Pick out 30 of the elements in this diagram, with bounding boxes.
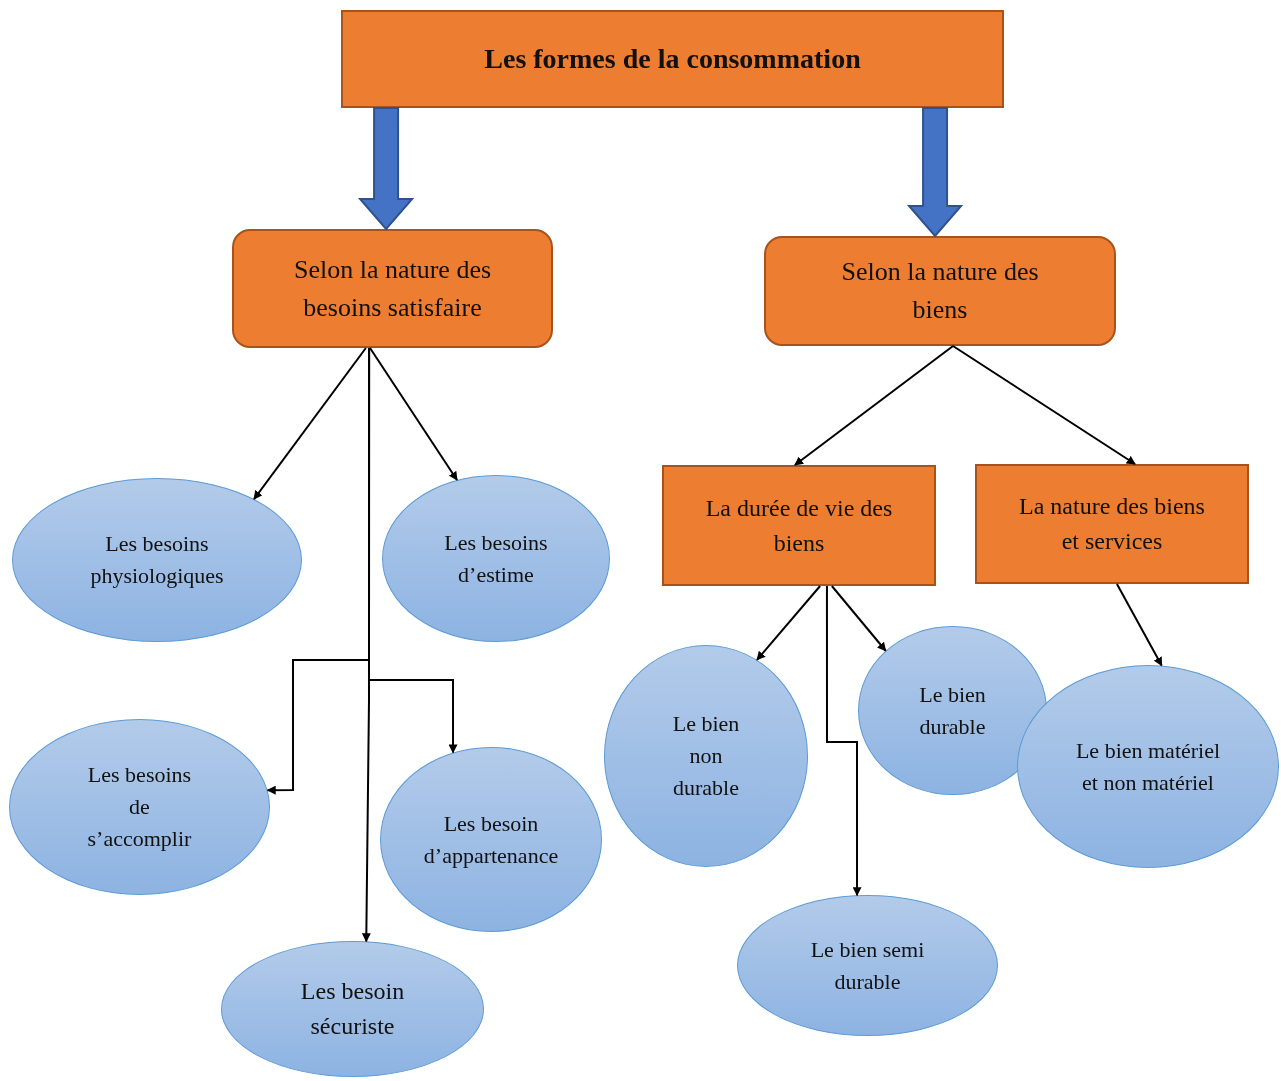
node-label: Les besoins d’estime bbox=[443, 528, 549, 589]
arrow bbox=[253, 347, 367, 501]
node-label: Les besoins de s’accomplir bbox=[86, 761, 193, 853]
node-label: Selon la nature des biens bbox=[840, 256, 1040, 326]
arrow bbox=[825, 585, 862, 897]
arrow bbox=[369, 347, 458, 482]
node-label: Le bien semi durable bbox=[809, 935, 926, 996]
process-box bbox=[662, 465, 936, 586]
node-label: Les besoins physiologiques bbox=[89, 530, 225, 590]
arrow bbox=[1115, 583, 1163, 667]
node-label: Le bien durable bbox=[918, 680, 987, 741]
arrow bbox=[361, 347, 371, 943]
node-label: Selon la nature des besoins satisfaire bbox=[292, 253, 493, 324]
process-box bbox=[975, 464, 1249, 584]
arrow bbox=[952, 345, 1136, 465]
node-label: Les besoin sécuriste bbox=[299, 977, 406, 1041]
node-label: La durée de vie des biens bbox=[704, 493, 894, 558]
arrow bbox=[756, 585, 822, 661]
node-label: Le bien non durable bbox=[671, 710, 741, 802]
title-text: Les formes de la consommation bbox=[484, 41, 861, 76]
block-arrow bbox=[357, 107, 415, 231]
block-arrow bbox=[906, 107, 964, 238]
node-label: Les besoin d’appartenance bbox=[422, 809, 560, 870]
title-box bbox=[341, 10, 1004, 108]
node-label: La nature des biens et services bbox=[1018, 492, 1206, 556]
rounded-box bbox=[232, 229, 553, 348]
rounded-box bbox=[764, 236, 1116, 346]
node-label: Le bien matériel et non matériel bbox=[1074, 736, 1222, 797]
arrow bbox=[830, 585, 887, 652]
arrow bbox=[793, 345, 954, 466]
